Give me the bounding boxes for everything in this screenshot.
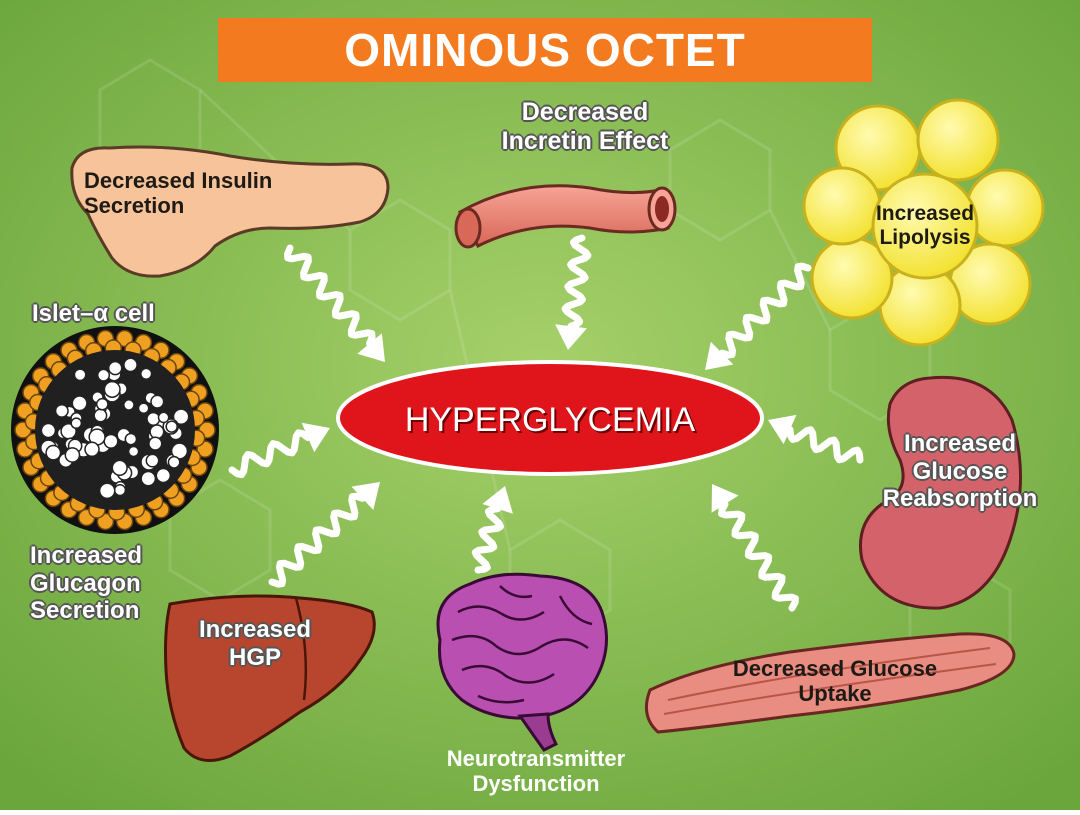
kidney-shape [859, 375, 1022, 610]
label-glucagon-line1: Increased [30, 542, 143, 569]
islet-inner-cell [148, 436, 163, 451]
islet-inner-cell [157, 411, 170, 424]
label-uptake-line1: Decreased Glucose [732, 656, 938, 681]
islet-inner-cell [64, 447, 81, 463]
islet-inner-cell [73, 368, 87, 382]
islet-inner-cell [145, 453, 160, 468]
label-neuro-line2: Dysfunction [472, 771, 600, 797]
islet-inner-cell [98, 482, 116, 500]
islet-inner-cell [45, 444, 62, 461]
islet-inner-cell [140, 470, 157, 487]
arrow-6 [718, 500, 799, 612]
label-glucagon-line2: Glucagon [30, 569, 141, 597]
arrow-0 [284, 244, 376, 348]
arrowhead-4 [351, 482, 380, 510]
label-lipolysis-line2: Lipolysis [879, 226, 971, 250]
arrowhead-0 [357, 333, 385, 362]
islet-inner-cell [95, 397, 109, 411]
title-banner: OMINOUS OCTET [218, 18, 872, 82]
brain-shape [436, 572, 608, 752]
islet-inner-cell [40, 422, 57, 439]
arrow-4 [268, 492, 366, 588]
islet-inner-cell [127, 445, 140, 458]
label-incretin: Decreased Incretin Effect [470, 98, 700, 156]
label-glucagon: Increased Glucagon Secretion [30, 542, 142, 625]
label-hgp-line2: HGP [228, 643, 281, 671]
label-islet: Islet–α cell [32, 300, 155, 327]
islet-inner-cell [54, 403, 69, 418]
arrow-3 [228, 429, 312, 479]
label-uptake-line2: Uptake [798, 681, 872, 707]
label-insulin-line2: Secretion [84, 193, 185, 219]
label-neuro: Neurotransmitter Dysfunction [420, 746, 652, 797]
arrow-5 [471, 505, 504, 574]
liver-lobe-line [294, 597, 308, 701]
center-label: HYPERGLYCEMIA [404, 400, 696, 439]
islet-inner-cell [111, 459, 128, 476]
arrowhead-7 [768, 414, 797, 445]
islet-inner-cell [140, 367, 153, 380]
arrowhead-1 [555, 324, 587, 350]
islet-inner-cell [167, 455, 181, 469]
islet-cell-shape [11, 326, 219, 534]
label-neuro-line1: Neurotransmitter [446, 746, 626, 771]
label-incretin-line2: Incretin Effect [501, 126, 669, 155]
islet-inner-cell [113, 483, 127, 497]
islet-inner-cell [165, 420, 178, 433]
arrowhead-2 [705, 341, 734, 370]
islet-inner-cell [155, 467, 172, 484]
islet-inner-cell [70, 417, 83, 430]
arrow-2 [718, 262, 812, 359]
arrow-7 [786, 426, 864, 464]
label-reabsorption-line2: Glucose [912, 457, 1008, 485]
arrows [228, 234, 864, 612]
label-hgp-line1: Increased [198, 616, 312, 643]
arrowhead-5 [482, 486, 513, 514]
islet-inner-cell [172, 408, 190, 426]
hyperglycemia-ellipse [336, 360, 764, 476]
islet-inner-cell [149, 424, 165, 440]
islet-inner-cell [84, 441, 100, 458]
islet-inner-cell [93, 408, 108, 423]
islet-inner-cell [107, 360, 123, 376]
intestine-shape [454, 184, 677, 249]
islet-inner-cell [123, 399, 135, 411]
label-hgp: Increased HGP [180, 616, 330, 671]
islet-inner-cell [124, 432, 138, 446]
arrow-1 [561, 234, 592, 330]
label-lipolysis: Increased Lipolysis [830, 202, 1020, 250]
fat-cells-shape [802, 98, 1045, 347]
islet-inner-cell [103, 433, 119, 449]
islet-inner-cell [146, 411, 161, 426]
page-title: OMINOUS OCTET [344, 24, 746, 76]
label-insulin: Decreased Insulin Secretion [84, 168, 272, 219]
label-incretin-line1: Decreased [521, 98, 649, 126]
islet-inner-cell [150, 394, 165, 409]
arrowhead-3 [301, 422, 330, 453]
muscle-fibers [663, 647, 997, 715]
pancreas-shape [70, 145, 390, 278]
muscle-shape [644, 632, 1016, 734]
label-reabsorption: Increased Glucose Reabsorption [860, 430, 1060, 513]
label-lipolysis-line1: Increased [875, 202, 975, 225]
liver-shape [164, 594, 376, 762]
islet-inner-cell [103, 380, 121, 398]
islet-inner-cell [96, 368, 111, 382]
label-reabsorption-line3: Reabsorption [882, 485, 1038, 513]
label-reabsorption-line1: Increased [903, 430, 1017, 457]
label-glucagon-line3: Secretion [30, 597, 140, 625]
islet-inner-cell [123, 357, 138, 373]
label-uptake: Decreased Glucose Uptake [700, 656, 970, 707]
islet-inner-cell [137, 402, 150, 415]
islet-inner-cell [71, 395, 88, 412]
label-insulin-line1: Decreased Insulin [84, 168, 273, 193]
arrowhead-6 [711, 484, 739, 513]
